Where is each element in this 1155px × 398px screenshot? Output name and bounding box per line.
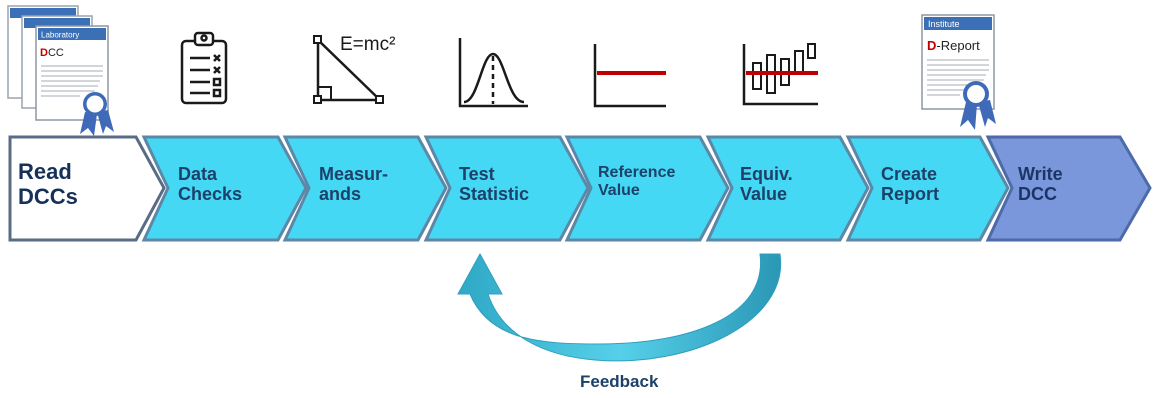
formula-triangle-icon: E=mc² [313, 34, 395, 104]
bar-chart-icon [742, 43, 818, 106]
feedback-label: Feedback [580, 372, 659, 391]
chevron-write-dcc [985, 135, 1152, 242]
formula-text: E=mc² [340, 34, 395, 55]
chevron-create-report [845, 135, 1010, 242]
chevron-data-checks [141, 135, 308, 242]
dcc-documents-icon: Laboratory DCC [7, 5, 114, 136]
chevron-read-dccs [8, 135, 166, 242]
ribbon-seal-icon [80, 92, 114, 136]
chevron-test-statistic [423, 135, 590, 242]
chevron-equiv-value [705, 135, 870, 242]
svg-text:DCC: DCC [40, 47, 64, 59]
ribbon-seal-icon [960, 81, 996, 130]
step-equiv-value-label: Equiv.Value [740, 164, 793, 205]
feedback-arrow [457, 252, 782, 362]
report-header-text: Institute [928, 19, 960, 29]
svg-text:D-Report: D-Report [927, 38, 980, 53]
chevron-reference-value [564, 135, 730, 242]
reference-line-icon [593, 44, 666, 108]
step-measurands-label: Measur-ands [319, 164, 389, 205]
clipboard-checklist-icon [180, 31, 228, 105]
dcc-header-text: Laboratory [41, 31, 79, 40]
report-document-icon: Institute D-Report [921, 14, 996, 130]
bell-curve-icon [458, 38, 528, 108]
chevron-measurands [282, 135, 448, 242]
